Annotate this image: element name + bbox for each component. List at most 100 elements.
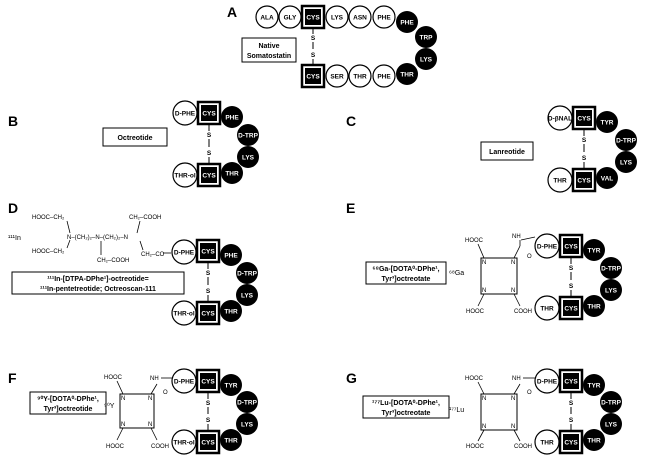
residue-thr-bottom-label: THR bbox=[353, 74, 367, 81]
disulfide-s1: S bbox=[206, 400, 211, 407]
dota-n2: N bbox=[148, 396, 152, 402]
dota-n2: N bbox=[511, 260, 515, 266]
residue-phe-label: PHE bbox=[225, 115, 239, 122]
disulfide-s2: S bbox=[311, 52, 316, 59]
isotope-lu177: ¹⁷⁷Lu bbox=[449, 407, 464, 414]
residue-cys-label: CYS bbox=[201, 249, 215, 256]
residue-dtrp bbox=[236, 391, 258, 413]
residue-cys-label: CYS bbox=[577, 116, 591, 123]
disulfide-s1: S bbox=[206, 270, 211, 277]
bond bbox=[116, 427, 124, 441]
caption-lu177-1: ¹⁷⁷Lu-[DOTA⁰-DPhe¹, bbox=[372, 399, 440, 407]
residue-lys-top bbox=[325, 5, 349, 29]
residue-dtrp-label: D-TRP bbox=[238, 133, 259, 140]
bond bbox=[477, 429, 485, 442]
residue-throl bbox=[171, 429, 197, 455]
octreotide-structure: Octreotide D-PHE CYS PHE D-TRP LYS THR C… bbox=[102, 100, 259, 188]
lanreotide-structure: Lanreotide D-βNAL CYS TYR D-TRP LYS VAL … bbox=[480, 105, 637, 193]
disulfide-s1: S bbox=[569, 265, 574, 272]
residue-lys-label: LYS bbox=[242, 155, 255, 162]
residue-asn bbox=[348, 5, 372, 29]
residue-lys-label: LYS bbox=[241, 293, 254, 300]
residue-cys-bottom-label: CYS bbox=[202, 173, 216, 180]
bond bbox=[513, 429, 521, 442]
bond bbox=[477, 293, 485, 307]
dota-ring bbox=[480, 393, 518, 431]
residue-dtrp bbox=[600, 391, 622, 413]
residue-lys bbox=[615, 151, 637, 173]
dtpa-backbone: N–(CH₂)₂–N–(CH₂)₂–N bbox=[67, 235, 128, 241]
dota-n1: N bbox=[121, 396, 125, 402]
dota-n4: N bbox=[148, 422, 152, 428]
residue-phe-top bbox=[372, 5, 396, 29]
residue-dtrp-label: D-TRP bbox=[237, 271, 258, 278]
caption-pentetreotide-1: ¹¹¹In-[DTPA-DPhe¹]-octreotide= bbox=[47, 276, 149, 283]
residue-thr-label: THR bbox=[540, 306, 554, 313]
pentetreotide-structure: ¹¹¹In HOOC–CH₂ HOOC–CH₂ N–(CH₂)₂–N–(CH₂)… bbox=[8, 215, 258, 326]
panel-label-a: A bbox=[227, 4, 237, 20]
caption-box-lu177 bbox=[362, 395, 450, 419]
cys-box-inner bbox=[305, 68, 321, 84]
residue-ser bbox=[325, 64, 349, 88]
cys-box-inner bbox=[201, 105, 217, 121]
residue-thr-label: THR bbox=[225, 171, 239, 178]
o-e: O bbox=[527, 254, 532, 260]
residue-tyr bbox=[583, 239, 605, 261]
residue-throl bbox=[172, 162, 198, 188]
residue-lys-label: LYS bbox=[331, 15, 344, 22]
residue-dtrp-label: D-TRP bbox=[601, 266, 622, 273]
residue-lys-label: LYS bbox=[241, 422, 254, 429]
panel-label-c: C bbox=[346, 113, 356, 129]
residue-dtrp-label: D-TRP bbox=[616, 138, 637, 145]
residue-thr-label: THR bbox=[224, 438, 238, 445]
residue-cys-label: CYS bbox=[202, 111, 216, 118]
residue-lys-label: LYS bbox=[620, 160, 633, 167]
residue-dphe-label: D-PHE bbox=[174, 379, 195, 386]
caption-box-ga68 bbox=[365, 261, 447, 285]
residue-thr bbox=[534, 429, 560, 455]
residue-phe-bottom-label: PHE bbox=[377, 74, 391, 81]
residue-tyr bbox=[220, 374, 242, 396]
residue-thr-black-label: THR bbox=[587, 304, 601, 311]
residue-dtrp bbox=[237, 124, 259, 146]
residue-throl-label: THR-ol bbox=[174, 173, 195, 180]
disulfide-s1: S bbox=[311, 35, 316, 42]
cys-box-inner bbox=[200, 434, 216, 450]
residue-dtrp bbox=[236, 262, 258, 284]
lu177-dotatate-structure: ¹⁷⁷Lu-[DOTA⁰-DPhe¹, Tyr³]octreotate ¹⁷⁷L… bbox=[362, 368, 622, 455]
caption-native-2: Somatostatin bbox=[247, 53, 291, 60]
residue-thr bbox=[221, 162, 243, 184]
residue-tyr-label: TYR bbox=[588, 248, 601, 255]
cooh-bottom: COOH bbox=[514, 444, 532, 450]
caption-box-native bbox=[241, 37, 297, 63]
residue-dphe-label: D-PHE bbox=[174, 250, 195, 257]
residue-trp-label: TRP bbox=[420, 35, 434, 42]
residue-val bbox=[596, 167, 618, 189]
residue-dtrp-label: D-TRP bbox=[601, 400, 622, 407]
cys-box-inner bbox=[305, 9, 321, 25]
cys-box-inner bbox=[563, 300, 579, 316]
residue-thr-black-label: THR bbox=[400, 72, 414, 79]
dota-n3: N bbox=[482, 424, 486, 430]
residue-tyr-label: TYR bbox=[225, 383, 238, 390]
residue-lys-black bbox=[415, 48, 437, 70]
cys-box-inner bbox=[563, 434, 579, 450]
y90-dotatoc-structure: ⁹⁰Y-[DOTA⁰-DPhe¹, Tyr³]octreotide ⁹⁰Y N … bbox=[29, 368, 258, 455]
caption-box-y90 bbox=[29, 391, 107, 415]
cys-box-inner bbox=[576, 110, 592, 126]
residue-lys bbox=[236, 413, 258, 435]
panel-label-g: G bbox=[346, 370, 357, 386]
panel-label-f: F bbox=[8, 370, 17, 386]
residue-lys-label: LYS bbox=[605, 288, 618, 295]
dota-n1: N bbox=[482, 260, 486, 266]
caption-lanreotide: Lanreotide bbox=[489, 149, 525, 156]
dota-n4: N bbox=[511, 424, 515, 430]
isotope-in111: ¹¹¹In bbox=[8, 235, 21, 242]
residue-phe-black bbox=[396, 11, 418, 33]
isotope-ga68: ⁶⁸Ga bbox=[449, 270, 464, 277]
residue-cys-label: CYS bbox=[564, 244, 578, 251]
bond bbox=[520, 236, 536, 241]
residue-dtrp bbox=[600, 257, 622, 279]
disulfide-s2: S bbox=[206, 417, 211, 424]
cys-box-inner bbox=[563, 373, 579, 389]
